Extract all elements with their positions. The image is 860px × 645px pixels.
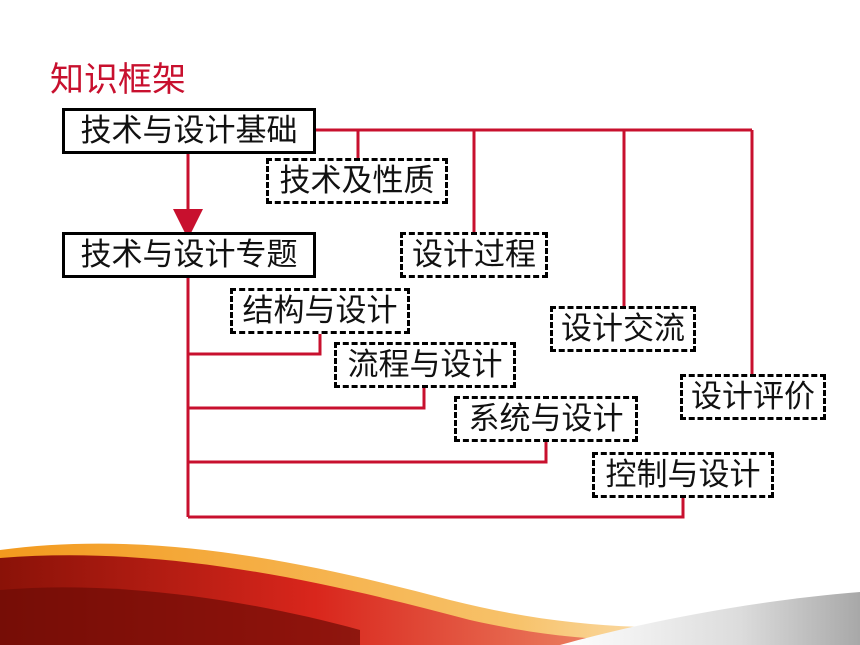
- decorative-wave: [0, 543, 860, 645]
- connector-to-control: [188, 496, 685, 519]
- node-nature: 技术及性质: [266, 158, 448, 204]
- node-foundation: 技术与设计基础: [62, 108, 316, 154]
- connector-to-system: [188, 440, 548, 464]
- node-evaluation: 设计评价: [680, 374, 826, 420]
- node-control: 控制与设计: [592, 452, 774, 498]
- node-flow: 流程与设计: [334, 342, 516, 388]
- node-communication: 设计交流: [550, 306, 696, 352]
- node-structure: 结构与设计: [230, 288, 410, 334]
- connector-to-structure: [188, 332, 322, 356]
- page-title: 知识框架: [50, 60, 186, 100]
- node-system: 系统与设计: [454, 396, 638, 442]
- node-process: 设计过程: [400, 232, 548, 278]
- connector-to-flow: [188, 386, 426, 410]
- node-topics: 技术与设计专题: [62, 232, 316, 278]
